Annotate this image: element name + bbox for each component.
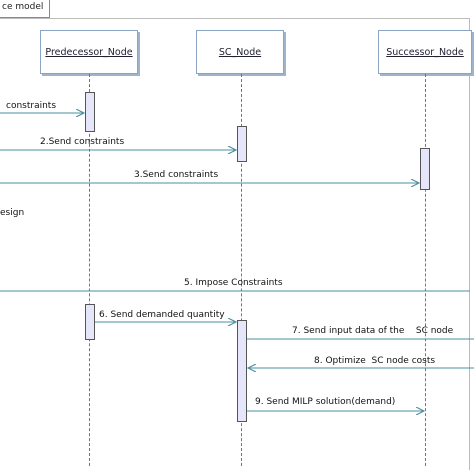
message-label-5: 5. Impose Constraints — [184, 278, 283, 288]
participant-sc-node[interactable]: SC_Node — [196, 30, 284, 74]
message-label-1: constraints — [6, 101, 57, 111]
lifeline-successor — [425, 74, 426, 466]
participant-predecessor-node[interactable]: Predecessor_Node — [40, 30, 138, 74]
message-label-9: 9. Send MILP solution(demand) — [255, 397, 396, 407]
participant-successor-label: Successor_Node — [386, 46, 464, 58]
participant-sc-label: SC_Node — [218, 46, 262, 58]
activation-predecessor-2 — [85, 304, 95, 340]
message-label-6: 6. Send demanded quantity — [99, 310, 225, 320]
lifeline-predecessor — [89, 74, 90, 466]
message-label-2: 2.Send constraints — [40, 137, 125, 147]
message-label-3: 3.Send constraints — [134, 170, 219, 180]
activation-successor-1 — [420, 148, 430, 190]
activation-sc-2 — [237, 320, 247, 422]
participant-predecessor-label: Predecessor_Node — [45, 46, 133, 58]
diagram-frame — [0, 18, 470, 470]
activation-predecessor-1 — [85, 92, 95, 132]
message-label-8: 8. Optimize SC node costs — [314, 356, 436, 366]
fragment-label: esign — [0, 208, 25, 218]
frame-title: ce model — [0, 0, 51, 18]
lifeline-sc — [241, 74, 242, 466]
activation-sc-1 — [237, 126, 247, 162]
participant-successor-node[interactable]: Successor_Node — [378, 30, 472, 74]
message-label-7: 7. Send input data of the SC node — [292, 326, 454, 336]
